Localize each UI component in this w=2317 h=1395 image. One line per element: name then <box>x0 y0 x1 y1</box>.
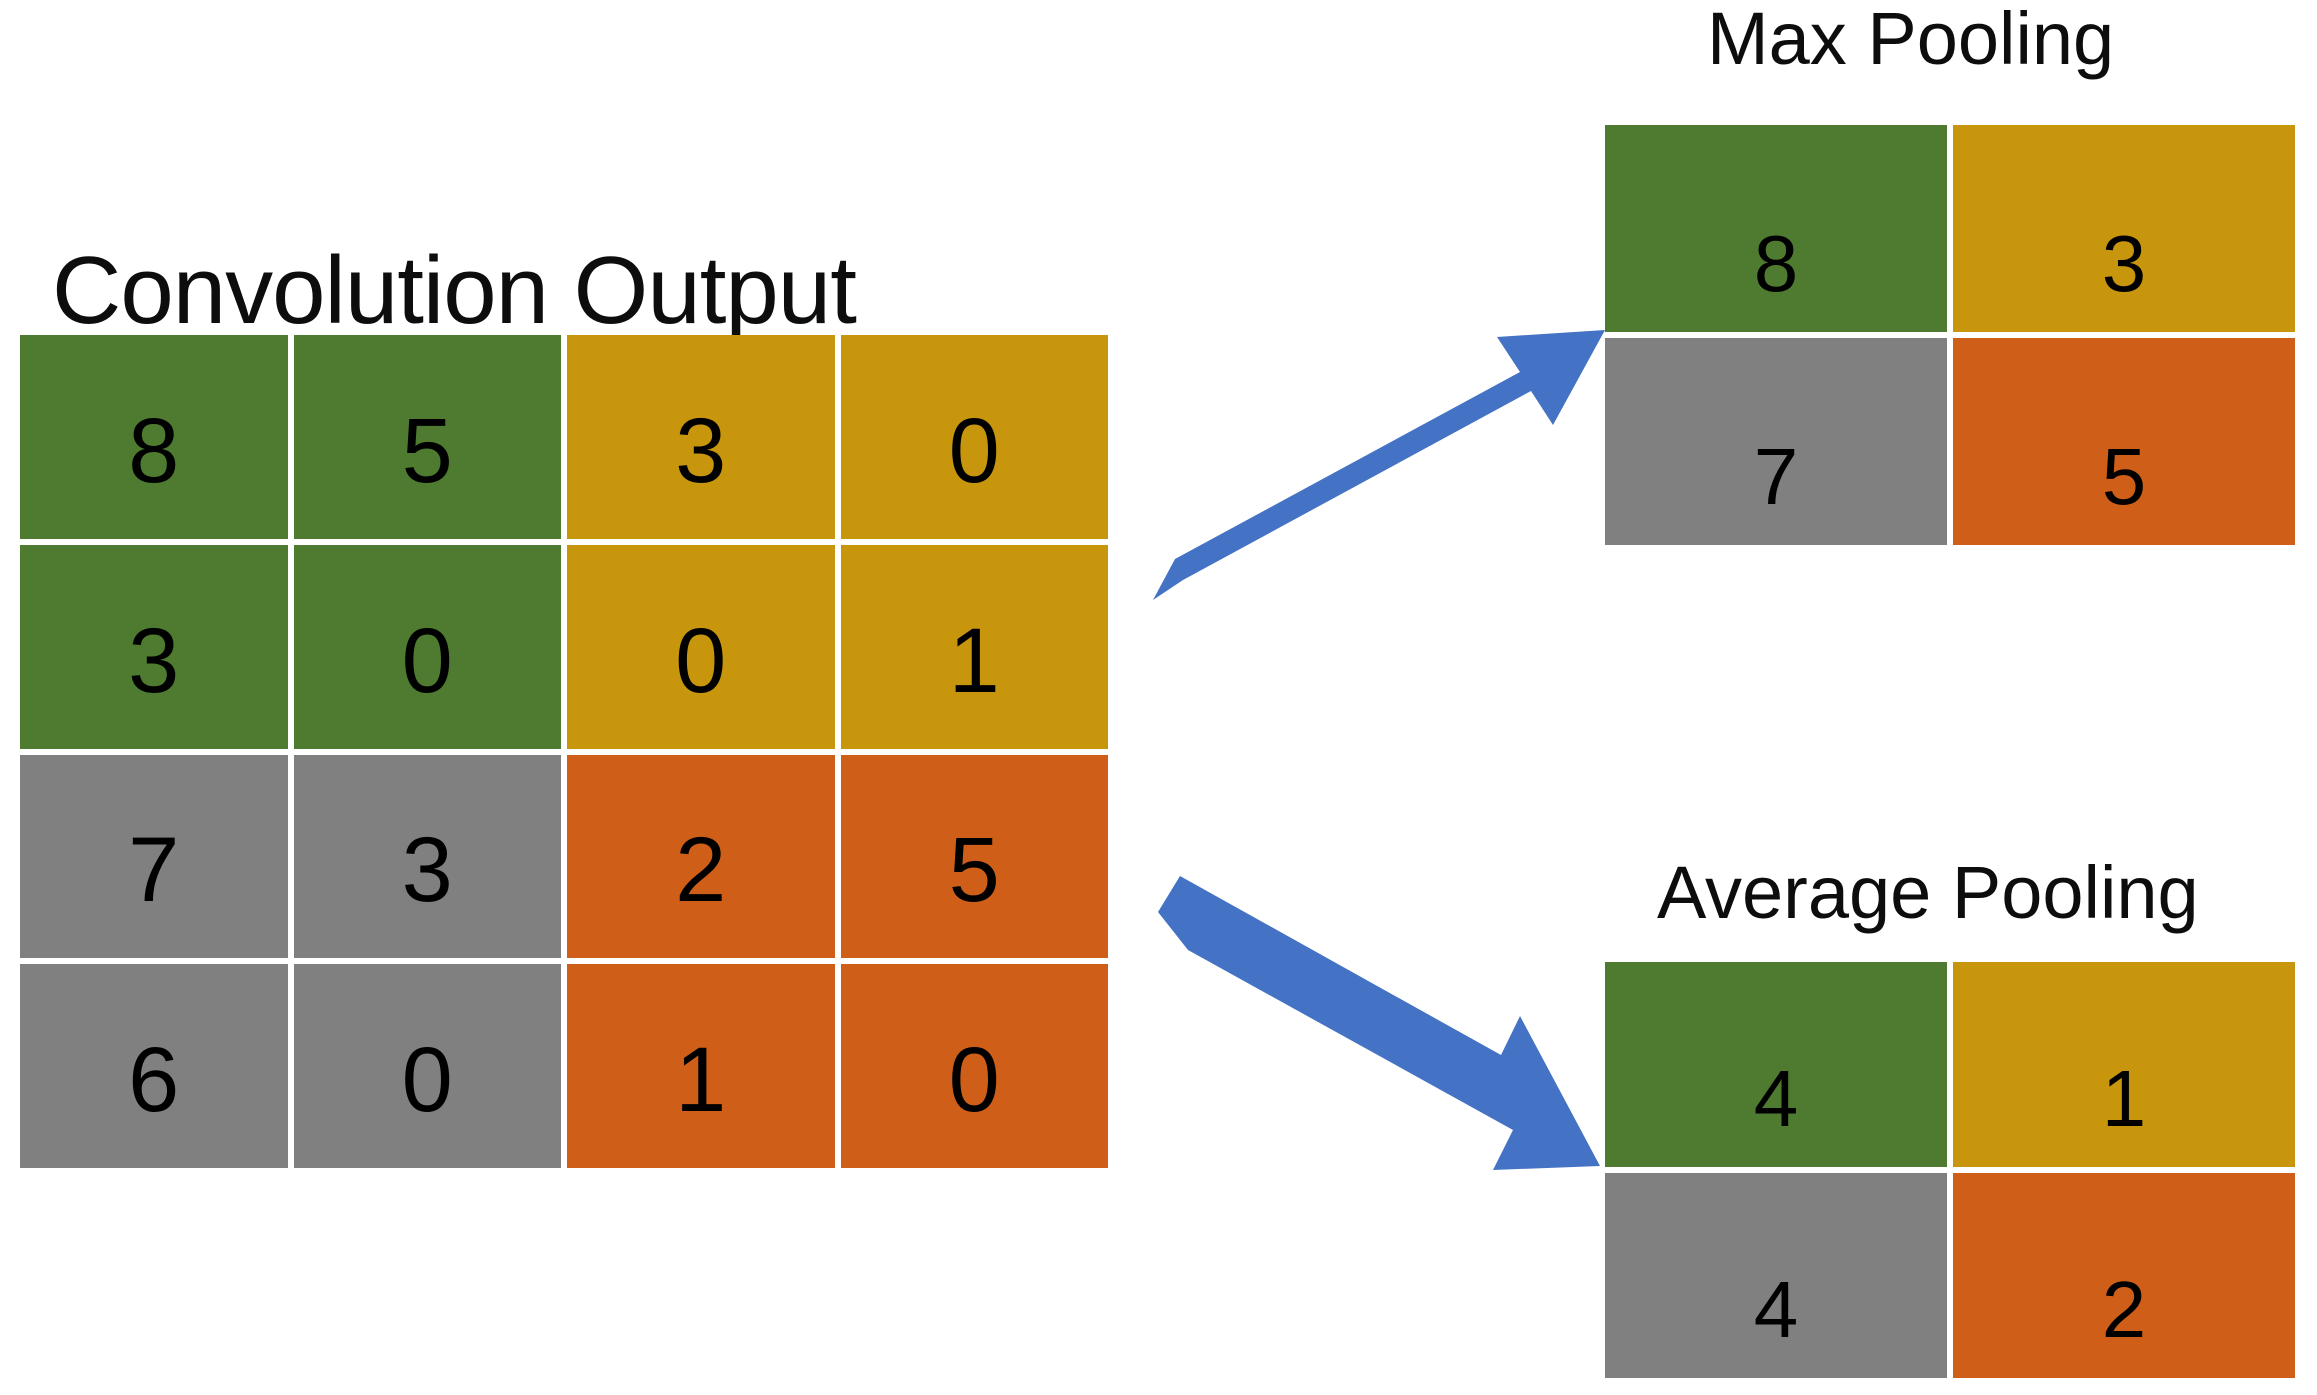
convolution-cell-r2c3: 5 <box>840 754 1108 959</box>
average-pooling-cell-r1c0: 4 <box>1605 1173 1947 1378</box>
average-pooling-title: Average Pooling <box>1657 851 2199 934</box>
convolution-cell-r0c1: 5 <box>293 335 561 539</box>
convolution-cell-r0c0: 8 <box>20 335 288 539</box>
convolution-cell-r3c1: 0 <box>293 964 561 1168</box>
max-pooling-title: Max Pooling <box>1707 0 2115 80</box>
arrow-to-max-pooling <box>1153 330 1605 600</box>
convolution-cell-r3c3: 0 <box>840 964 1108 1168</box>
arrow-to-average-pooling <box>1158 876 1600 1170</box>
convolution-output-title: Convolution Output <box>52 237 857 344</box>
convolution-cell-r1c1: 0 <box>293 544 561 749</box>
convolution-cell-r0c2: 3 <box>567 335 835 539</box>
convolution-cell-r2c1: 3 <box>293 754 561 959</box>
convolution-cell-r0c3: 0 <box>840 335 1108 539</box>
max-pooling-cell-r1c1: 5 <box>1953 338 2295 545</box>
convolution-cell-r3c2: 1 <box>567 964 835 1168</box>
average-pooling-cell-r1c1: 2 <box>1953 1173 2295 1378</box>
max-pooling-cell-r1c0: 7 <box>1605 338 1947 545</box>
convolution-cell-r2c0: 7 <box>20 754 288 959</box>
convolution-cell-r1c2: 0 <box>567 544 835 749</box>
average-pooling-cell-r0c0: 4 <box>1605 962 1947 1167</box>
convolution-cell-r2c2: 2 <box>567 754 835 959</box>
average-pooling-cell-r0c1: 1 <box>1953 962 2295 1167</box>
convolution-cell-r1c0: 3 <box>20 544 288 749</box>
max-pooling-cell-r0c0: 8 <box>1605 125 1947 332</box>
convolution-cell-r1c3: 1 <box>840 544 1108 749</box>
max-pooling-cell-r0c1: 3 <box>1953 125 2295 332</box>
convolution-cell-r3c0: 6 <box>20 964 288 1168</box>
